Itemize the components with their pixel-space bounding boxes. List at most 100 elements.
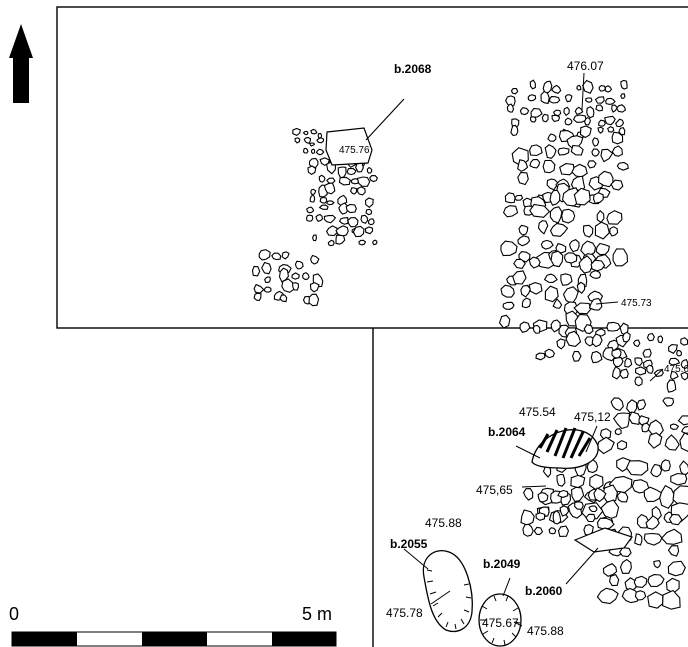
stone bbox=[303, 147, 309, 154]
b2060-leader bbox=[565, 547, 599, 585]
stone bbox=[310, 188, 317, 196]
stone bbox=[598, 119, 606, 127]
elev-b2064-c: 475,65 bbox=[476, 483, 513, 497]
elev-b2068: 475.76 bbox=[339, 145, 370, 156]
stone bbox=[668, 357, 681, 366]
stone bbox=[264, 276, 271, 284]
stone bbox=[369, 175, 379, 183]
stone bbox=[564, 252, 578, 264]
stone bbox=[364, 197, 374, 209]
stone bbox=[667, 560, 686, 577]
stone bbox=[552, 510, 562, 525]
stone bbox=[602, 563, 618, 577]
stone bbox=[669, 423, 680, 430]
stone bbox=[294, 137, 301, 144]
stone bbox=[593, 487, 607, 503]
stone bbox=[549, 206, 563, 224]
b2068-slab bbox=[325, 127, 373, 166]
scale-start-label: 0 bbox=[9, 604, 19, 624]
stone bbox=[529, 144, 543, 157]
stone bbox=[292, 282, 299, 291]
b2064-elev-leader bbox=[585, 425, 598, 453]
stone bbox=[588, 297, 603, 311]
stone bbox=[634, 590, 647, 601]
stone bbox=[680, 337, 688, 346]
stone bbox=[573, 187, 591, 206]
label-b2060: b.2060 bbox=[525, 584, 563, 598]
stone bbox=[576, 281, 586, 294]
stone bbox=[561, 208, 576, 224]
stone bbox=[624, 357, 633, 368]
stone bbox=[597, 126, 604, 134]
stone bbox=[606, 321, 622, 332]
stone bbox=[318, 174, 326, 183]
stone bbox=[638, 415, 650, 426]
stone bbox=[588, 505, 598, 513]
label-b2064: b.2064 bbox=[488, 425, 526, 439]
stone bbox=[522, 523, 534, 537]
stone bbox=[667, 545, 680, 557]
stone bbox=[517, 235, 531, 247]
b2064-feature bbox=[531, 427, 599, 469]
stone bbox=[338, 217, 349, 225]
stone bbox=[537, 220, 549, 235]
stone bbox=[616, 104, 627, 113]
trench-north-outline bbox=[56, 6, 688, 329]
stone bbox=[676, 349, 682, 357]
stone bbox=[611, 145, 623, 157]
stone bbox=[513, 258, 526, 270]
stone bbox=[620, 93, 626, 99]
stone bbox=[549, 96, 561, 104]
stone bbox=[613, 412, 630, 430]
stone bbox=[527, 94, 537, 102]
stone bbox=[364, 226, 374, 235]
stone bbox=[657, 335, 664, 344]
stone bbox=[626, 399, 638, 413]
stone bbox=[500, 240, 518, 257]
stone bbox=[291, 272, 300, 280]
stone bbox=[306, 214, 314, 222]
stone bbox=[271, 252, 282, 261]
stone bbox=[669, 370, 679, 381]
stone bbox=[563, 106, 570, 117]
b2055-leader bbox=[403, 548, 429, 570]
stone bbox=[607, 126, 615, 133]
stone bbox=[498, 314, 511, 329]
stone bbox=[323, 182, 336, 195]
b2049-leader bbox=[502, 577, 511, 597]
stone bbox=[609, 573, 620, 587]
stone bbox=[681, 426, 688, 434]
elev-wall-mid: 475.73 bbox=[621, 298, 652, 309]
stone bbox=[335, 234, 346, 245]
stone bbox=[586, 106, 595, 119]
b2049-feature bbox=[478, 593, 522, 647]
stone bbox=[318, 204, 329, 210]
stone bbox=[306, 206, 315, 214]
stone bbox=[570, 486, 585, 502]
stone bbox=[372, 239, 378, 246]
stone bbox=[646, 364, 654, 374]
stone bbox=[550, 319, 561, 333]
stone bbox=[662, 589, 681, 610]
stone bbox=[612, 248, 629, 267]
stone bbox=[572, 114, 587, 123]
elev-leader-mid bbox=[595, 301, 619, 305]
stone bbox=[510, 124, 519, 136]
stone bbox=[319, 196, 328, 204]
stone bbox=[570, 474, 586, 489]
label-b2049: b.2049 bbox=[483, 557, 521, 571]
stone bbox=[551, 84, 562, 94]
stone bbox=[604, 115, 616, 126]
elev-top-wall: 476.07 bbox=[567, 59, 604, 73]
stone bbox=[544, 348, 556, 359]
stone bbox=[594, 221, 610, 240]
stone bbox=[535, 512, 546, 521]
stone bbox=[253, 283, 265, 294]
stone bbox=[338, 176, 351, 186]
stone bbox=[580, 240, 597, 256]
stone bbox=[572, 351, 582, 362]
stone bbox=[323, 214, 337, 224]
stone bbox=[302, 130, 309, 136]
stone bbox=[366, 166, 373, 174]
stone bbox=[345, 203, 357, 214]
